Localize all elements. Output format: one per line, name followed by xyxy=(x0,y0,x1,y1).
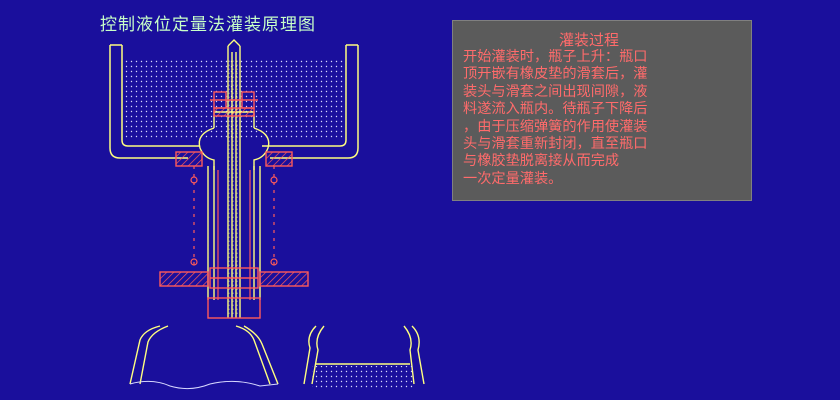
panel-line: 料遂流入瓶内。待瓶子下降后 xyxy=(463,101,648,118)
panel-line: 头与滑套重新封闭，直至瓶口 xyxy=(463,136,648,153)
tube-liquid xyxy=(228,60,240,315)
panel-line: ，由于压缩弹簧的作用使灌装 xyxy=(463,118,648,135)
bottle-right xyxy=(303,325,425,385)
rubber-gasket-flange xyxy=(159,267,309,319)
sliding-collar xyxy=(175,151,293,167)
panel-line: 开始灌装时，瓶子上升：瓶口 xyxy=(463,49,648,65)
panel-heading: 灌装过程 xyxy=(559,31,620,49)
filling-process-panel: 灌装过程 开始灌装时，瓶子上升：瓶口 顶开嵌有橡皮垫的滑套后，灌 装头与滑套之间… xyxy=(452,20,752,201)
diagram-title: 控制液位定量法灌装原理图 xyxy=(100,15,316,35)
upper-seal xyxy=(210,91,258,117)
panel-line: 一次定量灌装。 xyxy=(463,170,563,187)
storage-tank xyxy=(109,44,359,159)
panel-text: 开始灌装时，瓶子上升：瓶口 顶开嵌有橡皮垫的滑套后，灌 装头与滑套之间出现间隙，… xyxy=(463,49,745,188)
panel-line: 装头与滑套之间出现间隙，液 xyxy=(463,83,648,100)
panel-line: 顶开嵌有橡皮垫的滑套后，灌 xyxy=(463,66,648,83)
panel-line: 与橡胶垫脱离接从而完成 xyxy=(463,153,620,170)
bottle-left xyxy=(129,325,279,390)
bottle-liquid xyxy=(312,366,414,388)
